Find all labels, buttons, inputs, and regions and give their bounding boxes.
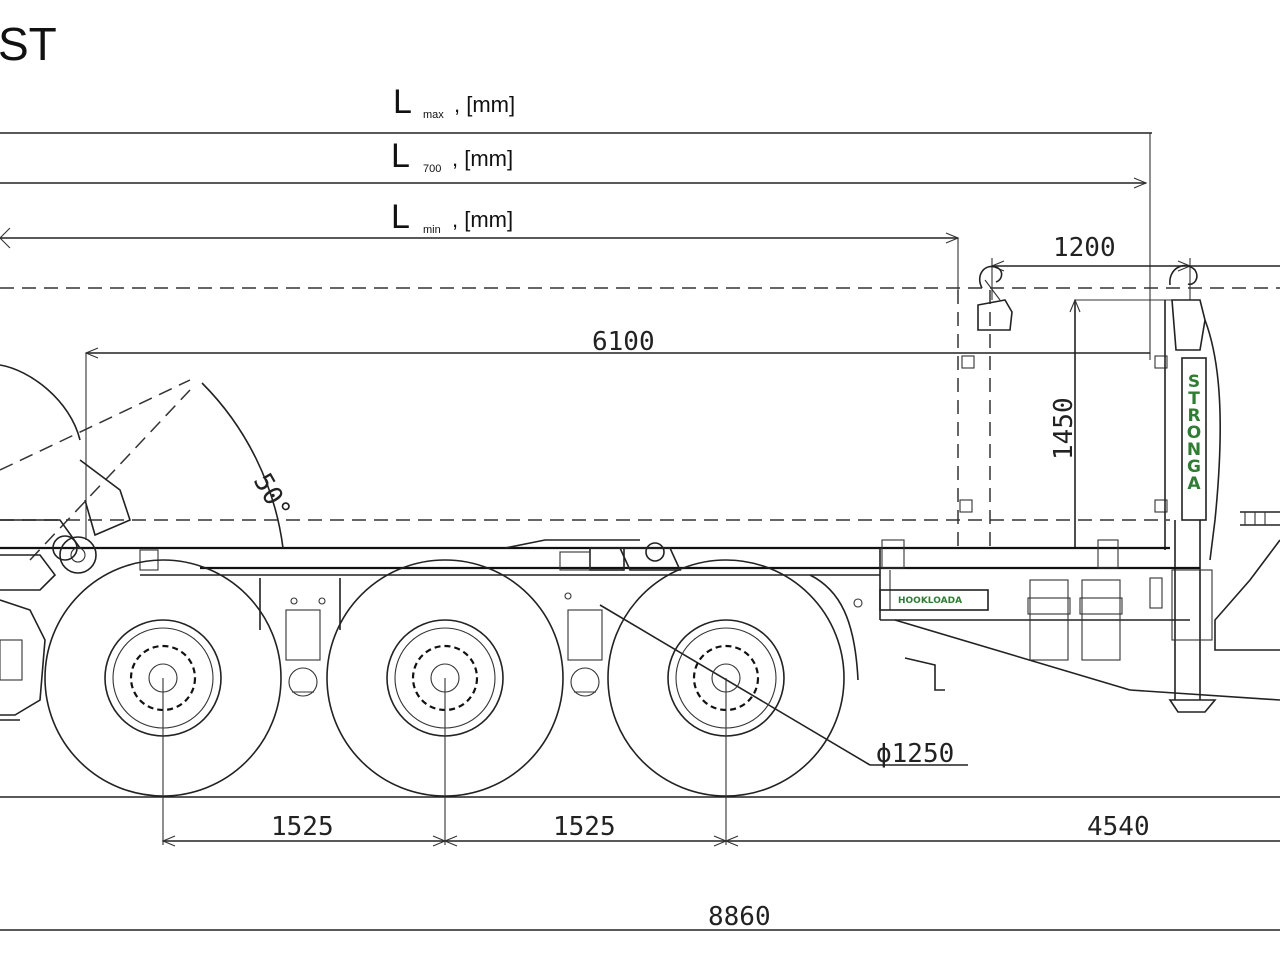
suspension — [139, 549, 871, 766]
chassis-frame: HOOKLOADA — [0, 539, 1200, 691]
l-700-label: L 700 , [mm] — [391, 137, 513, 175]
stronga-mast-plate — [1181, 357, 1207, 521]
svg-text:L: L — [391, 137, 410, 175]
svg-text:, [mm]: , [mm] — [452, 146, 513, 171]
mast-brand-text: STRONGA — [1184, 372, 1204, 491]
rear-tail — [1129, 511, 1280, 701]
hookloada-plate — [879, 589, 989, 611]
overall-length-dimension: 8860 — [0, 902, 1280, 932]
plate-text: HOOKLOADA — [898, 596, 962, 606]
drawing-title: ST — [0, 18, 57, 70]
wheel-diameter-value: ϕ1250 — [876, 739, 954, 769]
hook-offset-dimension: 1200 — [990, 233, 1280, 300]
body-length-value: 6100 — [592, 327, 655, 357]
tilt-angle-arc: 50° — [201, 382, 296, 549]
container-outline — [0, 287, 1280, 550]
tilt-arm — [0, 364, 191, 721]
tilt-angle-value: 50° — [247, 469, 296, 525]
svg-text:, [mm]: , [mm] — [452, 207, 513, 232]
hook-retracted — [977, 265, 1013, 331]
hook-offset-value: 1200 — [1053, 233, 1116, 263]
hook-height-value: 1450 — [1049, 397, 1079, 460]
rear-length-value: 4540 — [1087, 812, 1150, 842]
svg-text:min: min — [423, 224, 441, 236]
svg-text:700: 700 — [423, 163, 441, 175]
svg-text:L: L — [391, 198, 410, 236]
svg-text:max: max — [423, 109, 444, 121]
length-dimension-lines — [0, 132, 1152, 360]
axle-spacing-2-value: 1525 — [553, 812, 616, 842]
l-min-label: L min , [mm] — [391, 198, 513, 236]
axle-spacing-1-value: 1525 — [271, 812, 334, 842]
svg-text:, [mm]: , [mm] — [454, 92, 515, 117]
l-max-label: L max , [mm] — [393, 83, 515, 121]
hook-height-dimension: 1450 — [1049, 298, 1185, 548]
svg-text:L: L — [393, 83, 412, 121]
overall-length-value: 8860 — [708, 902, 771, 932]
hook-mast: STRONGA — [1164, 264, 1221, 713]
body-length-dimension: 6100 — [84, 327, 1150, 540]
axle-spacing-dimensions: 1525 1525 4540 — [161, 678, 1280, 847]
wheel-diameter-dimension: ϕ1250 — [870, 739, 968, 769]
